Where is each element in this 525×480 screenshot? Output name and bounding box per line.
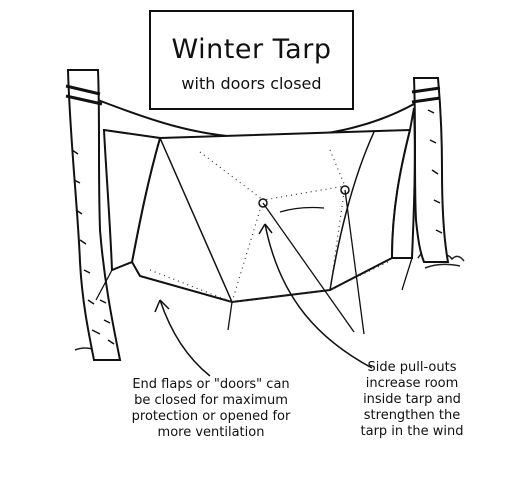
doors-annotation-line: be closed for maximum xyxy=(134,393,288,408)
tarp-body xyxy=(102,107,416,304)
pullouts-annotation-line: inside tarp and xyxy=(363,392,461,407)
doors-arrow xyxy=(159,299,211,377)
doors-annotation-line: more ventilation xyxy=(157,425,265,440)
right-tree xyxy=(411,77,450,263)
pullouts-arrow xyxy=(264,223,373,369)
pullouts-annotation-line: Side pull-outs xyxy=(367,360,457,375)
doors-annotation-line: End flaps or "doors" can xyxy=(132,377,290,392)
annotation-arrows xyxy=(154,223,373,377)
pullouts-annotation-line: increase room xyxy=(365,376,459,391)
guy-lines xyxy=(95,189,413,335)
diagram-subtitle: with doors closed xyxy=(181,74,322,93)
pullouts-annotation: Side pull-outs increase room inside tarp… xyxy=(344,360,480,440)
left-tree xyxy=(65,69,122,361)
pullouts-annotation-line: tarp in the wind xyxy=(360,424,464,439)
doors-annotation-line: protection or opened for xyxy=(131,409,291,424)
diagram-title: Winter Tarp xyxy=(171,34,332,65)
title-box: Winter Tarp with doors closed xyxy=(149,10,354,110)
doors-annotation: End flaps or "doors" can be closed for m… xyxy=(116,377,306,441)
pullouts-annotation-line: strengthen the xyxy=(363,408,461,423)
